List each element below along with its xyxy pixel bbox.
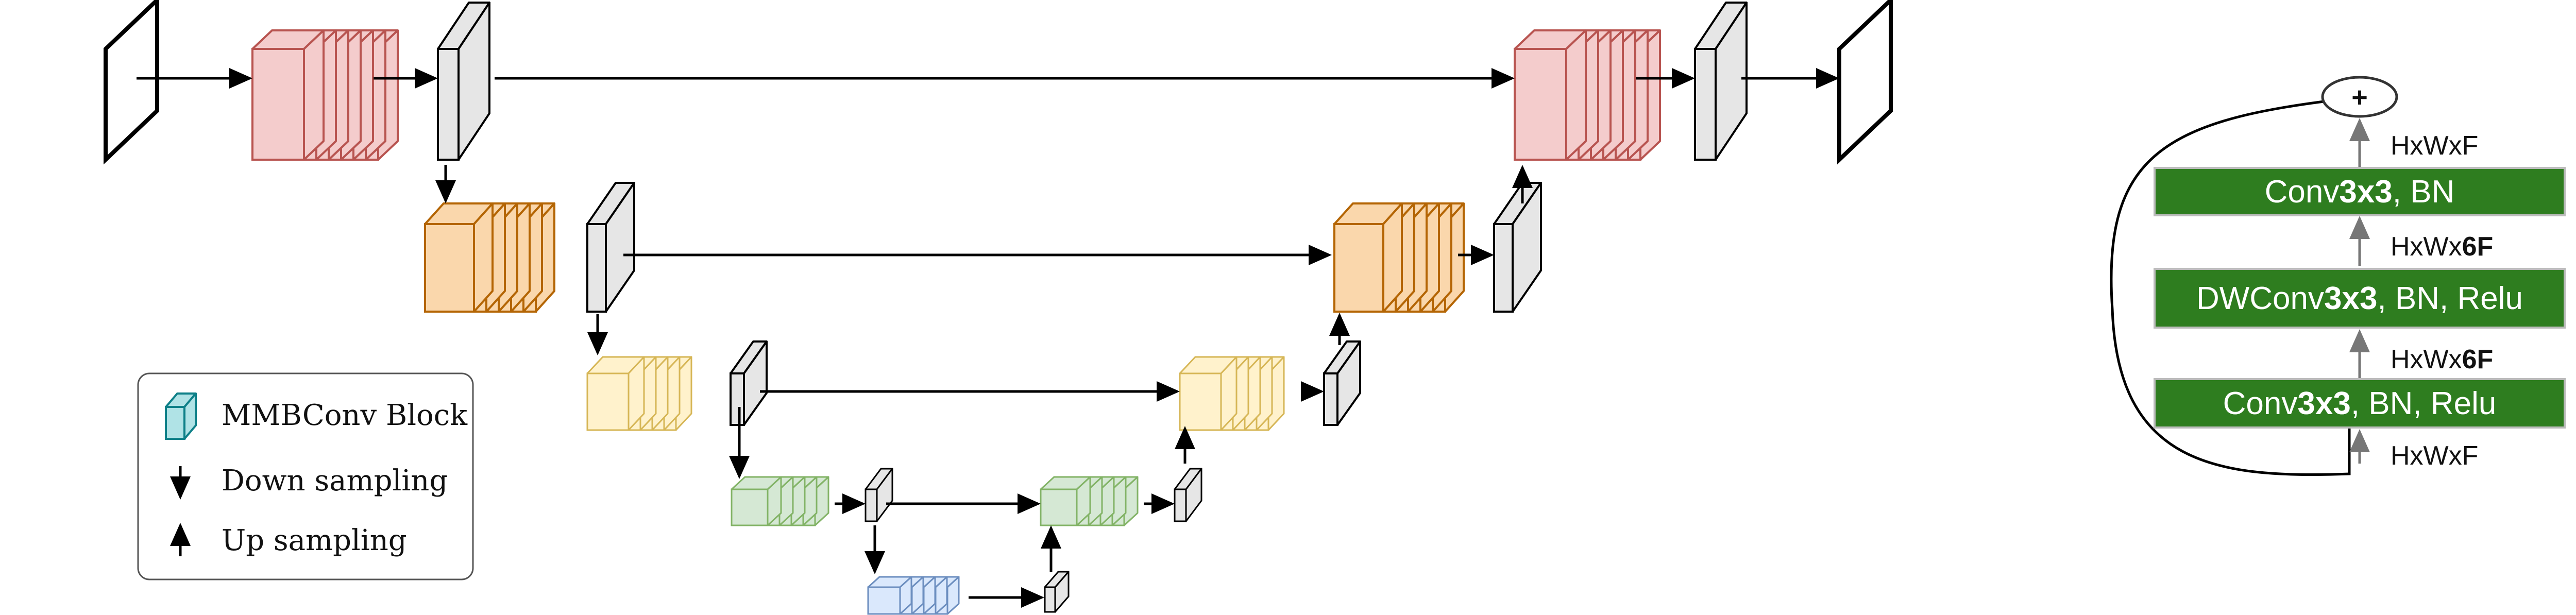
encoder-block-1: [251, 29, 399, 161]
add-node-label: +: [2351, 82, 2368, 113]
encoder-block-4: [731, 476, 829, 526]
decoder-block-2: [1333, 202, 1465, 313]
encoder-feature-1: [437, 2, 490, 161]
layer-conv-bn-relu-label: Conv3x3, BN, Relu: [2223, 386, 2497, 421]
decoder-feature-2: [1493, 182, 1542, 313]
decoder-block-1: [1514, 29, 1661, 161]
decoder-block-4: [1040, 476, 1139, 526]
layer-conv-bn: [2154, 167, 2566, 216]
encoder-feature-2: [586, 182, 635, 313]
skip-connection-path: [2110, 96, 2355, 476]
legend: MMBConv Block Down sampling Up sampling: [137, 372, 474, 580]
layer-dwconv-label: DWConv3x3, BN, Relu: [2196, 281, 2523, 316]
decoder-feature-4: [1174, 468, 1202, 522]
dim-label-top: HxWxF: [2391, 131, 2478, 161]
encoder-block-2: [424, 202, 555, 313]
encoder-feature-3: [730, 340, 768, 426]
encoder-block-3: [586, 356, 692, 431]
bottleneck-feature: [1044, 571, 1070, 613]
input-image: [104, 0, 159, 165]
add-node: [2321, 76, 2398, 118]
layer-dwconv: [2154, 268, 2566, 329]
layer-conv-bn-relu: [2154, 378, 2566, 429]
block-detail: + Conv3x3, BN DWConv3x3, BN, Relu Conv3x…: [2110, 76, 2566, 476]
cube-icon: [165, 392, 197, 440]
layer-conv-bn-label: Conv3x3, BN: [2265, 174, 2455, 210]
decoder-block-3: [1179, 356, 1285, 431]
network-arrows: [137, 68, 1839, 608]
dim-label-expand-in: HxWx6F: [2391, 345, 2493, 374]
legend-label-mmbconv: MMBConv Block: [222, 399, 468, 432]
dim-label-expand-out: HxWx6F: [2391, 232, 2493, 262]
decoder-feature-3: [1323, 340, 1361, 426]
legend-label-up: Up sampling: [222, 524, 407, 557]
dim-label-input: HxWxF: [2391, 441, 2478, 471]
encoder-feature-4: [865, 468, 893, 522]
output-image: [1837, 0, 1893, 165]
bottleneck-block: [867, 576, 960, 615]
legend-box: [137, 372, 474, 580]
network-shapes: [104, 0, 1893, 615]
legend-label-down: Down sampling: [222, 464, 448, 498]
decoder-feature-1: [1694, 2, 1748, 161]
